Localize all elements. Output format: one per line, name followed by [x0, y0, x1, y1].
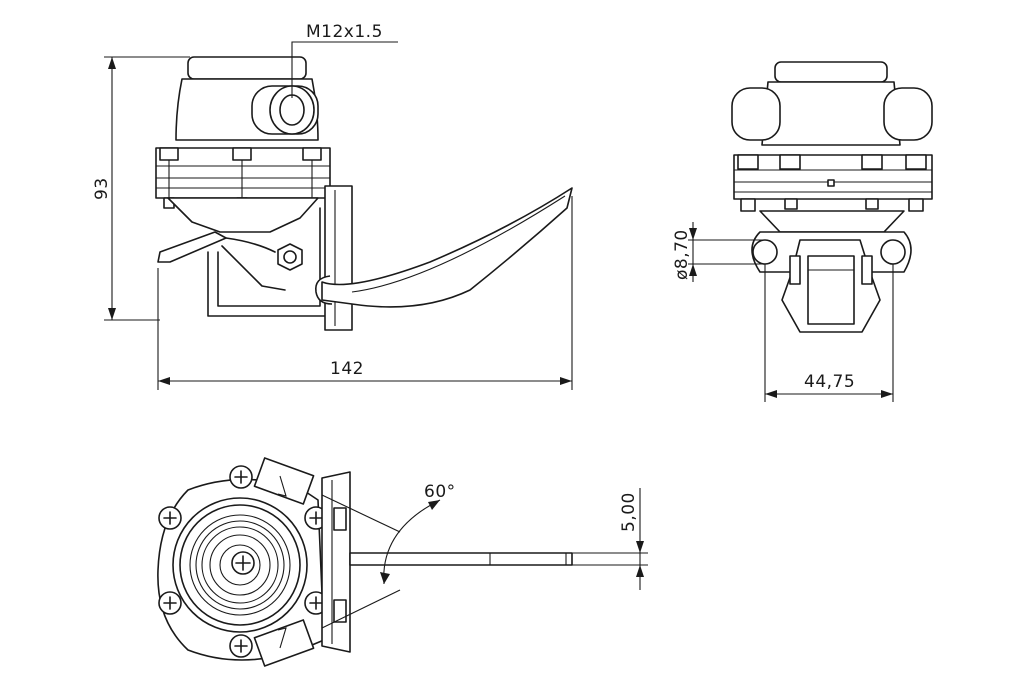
label-hole-diameter: ø8,70: [672, 229, 692, 280]
label-offset: 5,00: [619, 492, 639, 532]
label-thread: M12x1.5: [306, 22, 383, 42]
front-view: [731, 61, 933, 333]
dim-length: 142: [157, 196, 573, 390]
label-length: 142: [330, 359, 364, 379]
label-angle: 60°: [424, 482, 456, 502]
dim-thread: M12x1.5: [291, 22, 398, 98]
label-width: 44,75: [804, 372, 855, 392]
dim-offset: 5,00: [572, 488, 648, 590]
outlet-port: [251, 85, 319, 135]
dim-width: 44,75: [764, 264, 894, 402]
dim-angle: 60°: [321, 482, 456, 629]
dim-height: 93: [92, 56, 190, 321]
pivot-nut: [277, 243, 303, 271]
top-view: [157, 457, 573, 667]
label-height: 93: [92, 177, 112, 200]
dim-hole-diameter: ø8,70: [672, 222, 765, 282]
side-view: [155, 56, 573, 331]
